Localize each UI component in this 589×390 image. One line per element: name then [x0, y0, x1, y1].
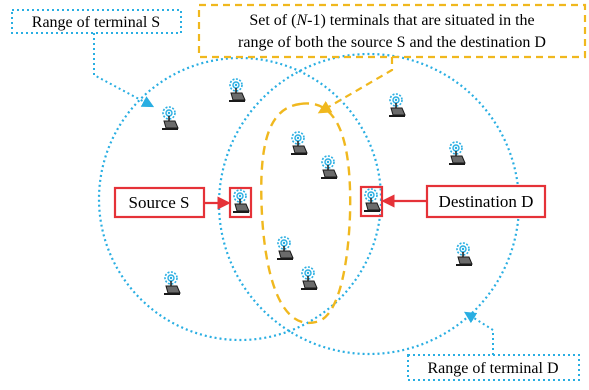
terminal-icon — [228, 78, 246, 103]
range-d-connector — [463, 311, 494, 355]
terminal-icon — [232, 189, 250, 214]
destination-label: Destination D — [439, 192, 534, 211]
terminal-icon — [300, 266, 318, 291]
set-connector — [317, 57, 394, 114]
source-label-box — [113, 186, 206, 219]
range-s-connector — [93, 33, 155, 108]
set-label-line2: range of both the source S and the desti… — [238, 34, 546, 51]
terminal-icon — [276, 236, 294, 261]
terminal-icon — [388, 93, 406, 118]
terminal-icon — [290, 131, 308, 156]
range-d-label: Range of terminal D — [427, 360, 558, 377]
terminal-icon — [163, 271, 181, 296]
range-s-label: Range of terminal S — [32, 14, 160, 31]
terminal-icon — [455, 242, 473, 267]
source-label: Source S — [129, 193, 190, 212]
range-s-label-box — [11, 9, 182, 34]
intersection-set-region — [260, 102, 352, 325]
set-label-line1: Set of (N-1) terminals that are situated… — [249, 12, 534, 29]
terminal-icon — [320, 155, 338, 180]
terminal-icon — [363, 188, 381, 213]
terminal-icon — [161, 106, 179, 131]
terminal-icon — [448, 141, 466, 166]
